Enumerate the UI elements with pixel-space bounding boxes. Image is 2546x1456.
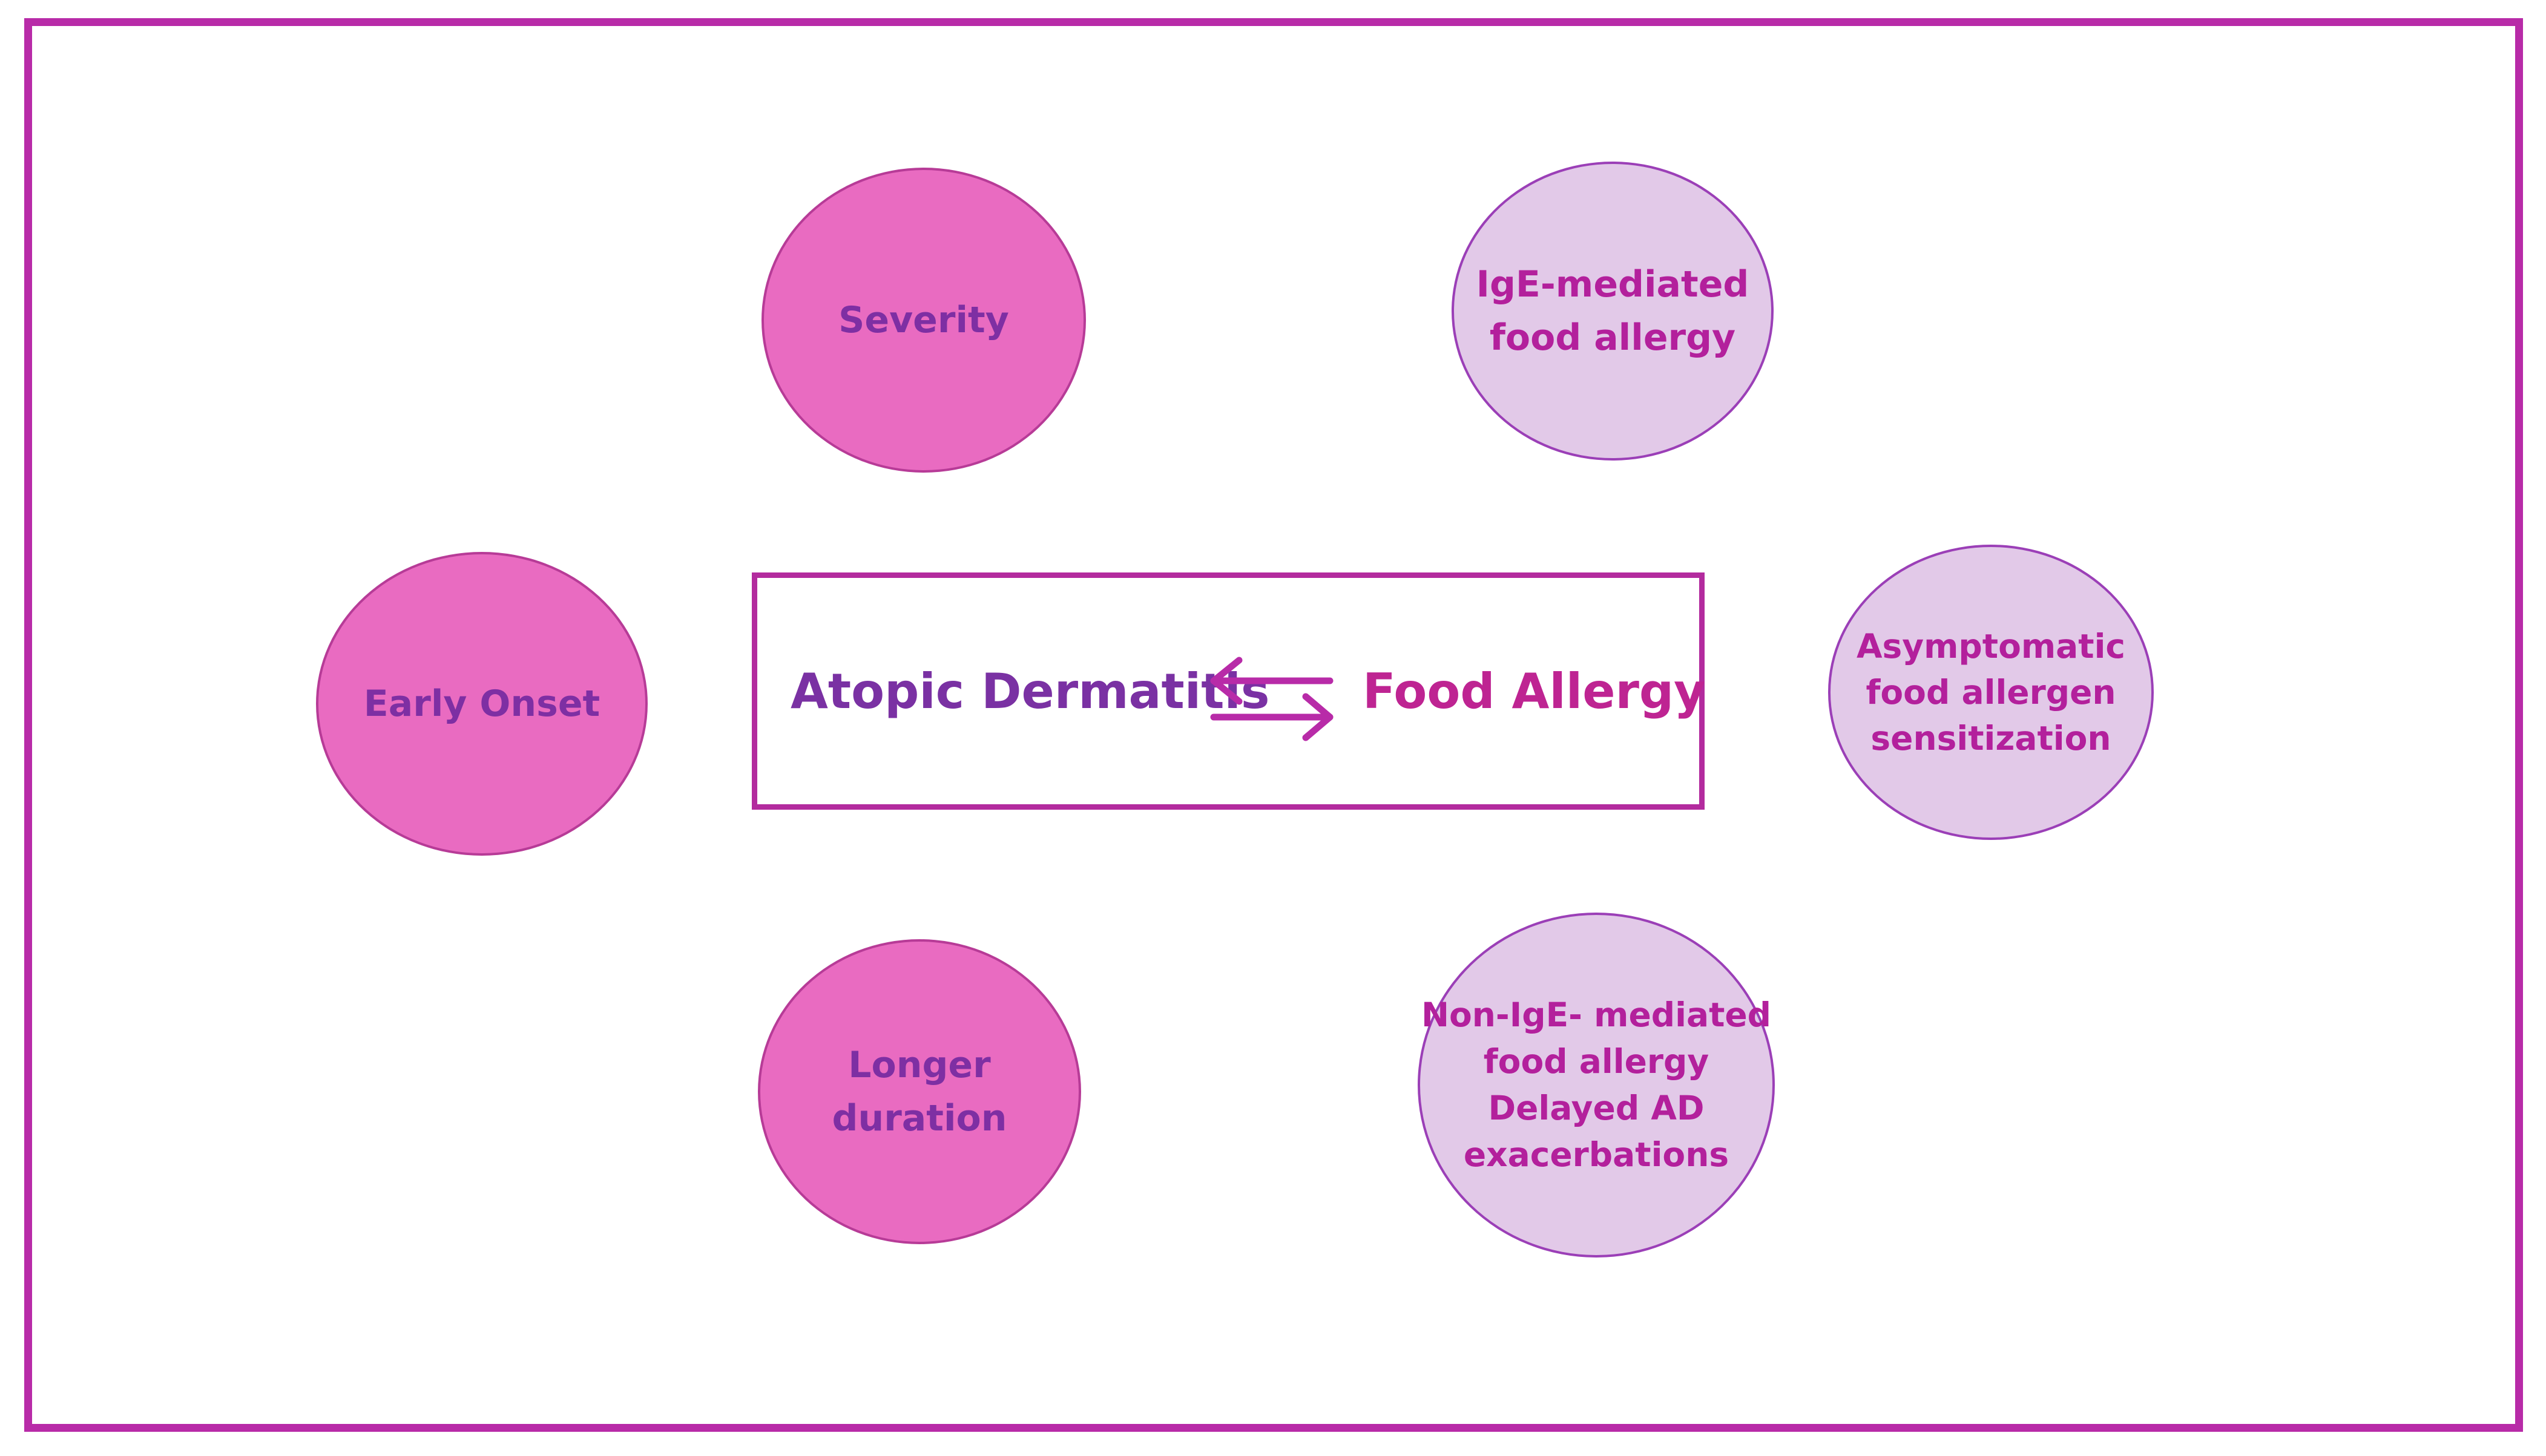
asymptomatic-sensitization-label: Asymptomatic food allergen sensitization [1856,627,2126,758]
non-ige-mediated-bubble: Non-IgE- mediated food allergy Delayed A… [1418,913,1775,1258]
early-onset-label: Early Onset [363,683,600,725]
central-relationship-box: Atopic Dermatitis Food Allergy [752,572,1705,810]
early-onset-bubble: Early Onset [316,552,648,856]
severity-bubble: Severity [761,168,1086,473]
atopic-dermatitis-label: Atopic Dermatitis [791,663,1270,720]
diagram-frame [24,18,2523,1432]
asymptomatic-sensitization-bubble: Asymptomatic food allergen sensitization [1828,545,2154,840]
longer-duration-label: Longer duration [832,1044,1007,1140]
longer-duration-bubble: Longer duration [758,939,1081,1244]
ige-mediated-bubble: IgE-mediated food allergy [1452,162,1774,461]
bidirectional-arrows-icon [1210,657,1334,741]
ige-mediated-label: IgE-mediated food allergy [1476,263,1749,359]
food-allergy-label: Food Allergy [1363,663,1706,720]
non-ige-mediated-label: Non-IgE- mediated food allergy Delayed A… [1421,995,1772,1174]
severity-label: Severity [838,299,1009,341]
